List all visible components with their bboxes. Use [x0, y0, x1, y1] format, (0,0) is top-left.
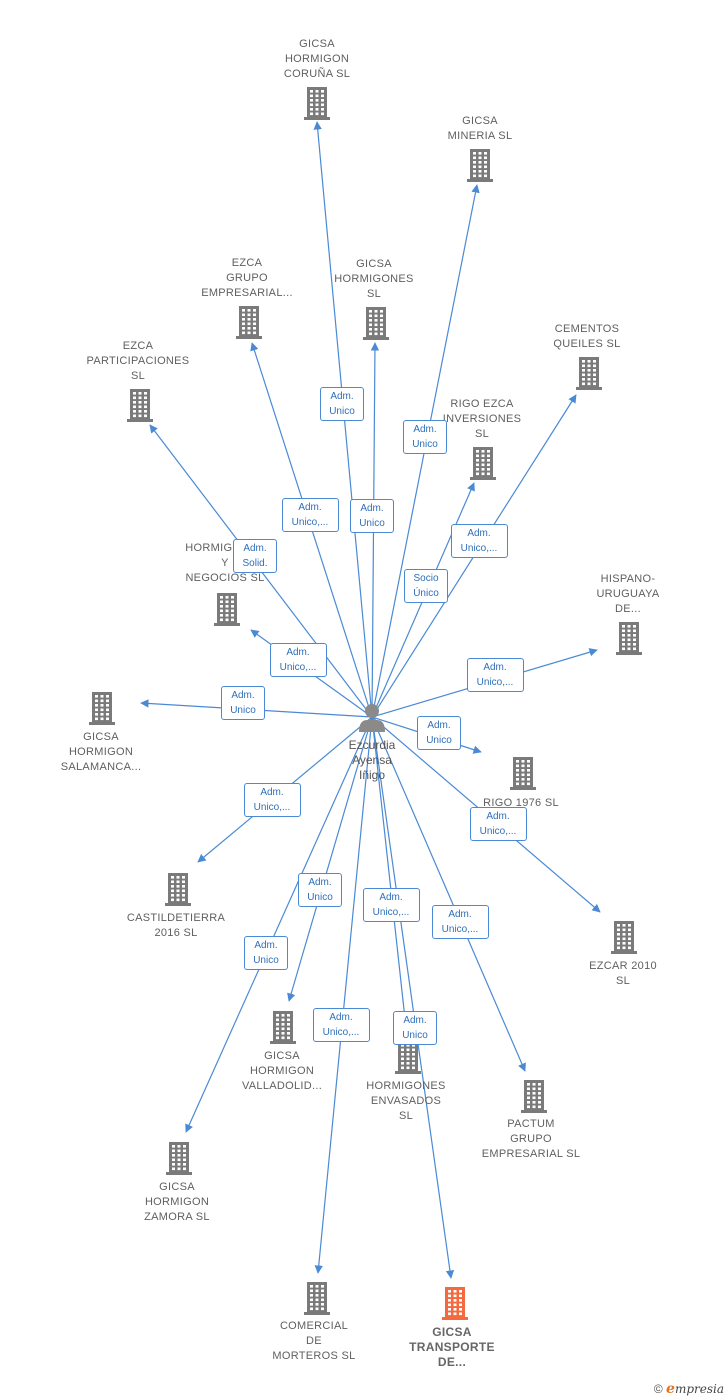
person-name-label[interactable]: Ezcurdia Ayensa Iñigo	[348, 738, 396, 782]
role-label-n2[interactable]: Adm. Unico	[403, 420, 447, 454]
person-icon[interactable]	[359, 704, 385, 732]
edge-n18	[314, 716, 373, 1274]
edge-n15	[371, 716, 410, 1029]
role-label-n9[interactable]: Adm. Unico,...	[466, 658, 524, 692]
edge-n19	[371, 716, 455, 1279]
building-icon-n1[interactable]	[304, 87, 330, 120]
building-icon-n11[interactable]	[510, 757, 536, 790]
role-label-n7[interactable]: Socio Único	[404, 569, 448, 603]
building-icon-n15[interactable]	[395, 1041, 421, 1074]
role-label-n13[interactable]: Adm. Unico,...	[469, 807, 527, 841]
company-label-n15[interactable]: HORMIGONES ENVASADOS SL	[366, 1080, 446, 1122]
company-label-n6[interactable]: EZCA PARTICIPACIONES SL	[86, 340, 190, 382]
role-label-n19[interactable]: Adm. Unico	[393, 1011, 437, 1045]
building-icon-n10[interactable]	[89, 692, 115, 725]
company-label-n13[interactable]: EZCAR 2010 SL	[589, 960, 657, 987]
building-icon-n17[interactable]	[166, 1142, 192, 1175]
building-icon-n9[interactable]	[616, 622, 642, 655]
company-label-n10[interactable]: GICSA HORMIGON SALAMANCA...	[60, 731, 142, 773]
company-label-n7[interactable]: RIGO EZCA INVERSIONES SL	[442, 398, 522, 440]
company-label-n19[interactable]: GICSA TRANSPORTE DE...	[409, 1325, 495, 1369]
role-label-n18[interactable]: Adm. Unico,...	[312, 1008, 370, 1042]
building-icon-n16[interactable]	[521, 1080, 547, 1113]
building-icon-n7[interactable]	[470, 447, 496, 480]
edge-n16	[371, 716, 526, 1072]
building-icon-n8[interactable]	[214, 593, 240, 626]
company-label-n1[interactable]: GICSA HORMIGON CORUÑA SL	[283, 38, 351, 80]
empresia-logo: empresia	[666, 1381, 724, 1397]
role-label-n8[interactable]: Adm. Unico,...	[269, 643, 327, 677]
building-icon-n12[interactable]	[165, 873, 191, 906]
company-label-n17[interactable]: GICSA HORMIGON ZAMORA SL	[144, 1181, 210, 1223]
edge-n17	[185, 716, 373, 1133]
building-icon-n6[interactable]	[127, 389, 153, 422]
company-label-n8[interactable]: HORMIGONES Y NEGOCIOS SL	[185, 542, 265, 584]
company-label-n18[interactable]: COMERCIAL DE MORTEROS SL	[272, 1320, 356, 1362]
role-label-n15[interactable]: Adm. Unico,...	[362, 888, 420, 922]
company-label-n12[interactable]: CASTILDETIERRA 2016 SL	[126, 912, 226, 939]
role-label-n11[interactable]: Adm. Unico	[417, 716, 461, 750]
company-label-n2[interactable]: GICSA MINERIA SL	[447, 115, 513, 142]
building-icon-n5[interactable]	[576, 357, 602, 390]
role-label-n6[interactable]: Adm. Solid.	[233, 539, 277, 573]
company-label-n9[interactable]: HISPANO- URUGUAYA DE...	[596, 573, 660, 615]
company-label-n5[interactable]: CEMENTOS QUEILES SL	[553, 323, 621, 350]
building-icon-n13[interactable]	[611, 921, 637, 954]
edge-n14	[287, 716, 373, 1002]
building-icon-n14[interactable]	[270, 1011, 296, 1044]
role-label-n3[interactable]: Adm. Unico,...	[281, 498, 339, 532]
role-label-n1[interactable]: Adm. Unico	[320, 387, 364, 421]
copyright-symbol: ©	[653, 1382, 663, 1396]
company-label-n16[interactable]: PACTUM GRUPO EMPRESARIAL SL	[481, 1118, 581, 1160]
role-label-n4[interactable]: Adm. Unico	[350, 499, 394, 533]
role-label-n12[interactable]: Adm. Unico,...	[243, 783, 301, 817]
role-label-n16[interactable]: Adm. Unico,...	[431, 905, 489, 939]
company-label-n3[interactable]: EZCA GRUPO EMPRESARIAL...	[201, 257, 293, 299]
company-label-n11[interactable]: RIGO 1976 SL	[483, 797, 559, 809]
building-icon-n18[interactable]	[304, 1282, 330, 1315]
building-icon-n3[interactable]	[236, 306, 262, 339]
role-label-n10[interactable]: Adm. Unico	[221, 686, 265, 720]
role-label-n14[interactable]: Adm. Unico	[298, 873, 342, 907]
building-icon-n2[interactable]	[467, 149, 493, 182]
building-icon-n4[interactable]	[363, 307, 389, 340]
company-label-n4[interactable]: GICSA HORMIGONES SL	[334, 258, 414, 300]
role-label-n5[interactable]: Adm. Unico,...	[450, 524, 508, 558]
brand-footer: © empresia	[654, 1381, 724, 1397]
building-icon-n19[interactable]	[442, 1287, 468, 1320]
role-label-n17[interactable]: Adm. Unico	[244, 936, 288, 970]
company-label-n14[interactable]: GICSA HORMIGON VALLADOLID...	[241, 1050, 323, 1092]
